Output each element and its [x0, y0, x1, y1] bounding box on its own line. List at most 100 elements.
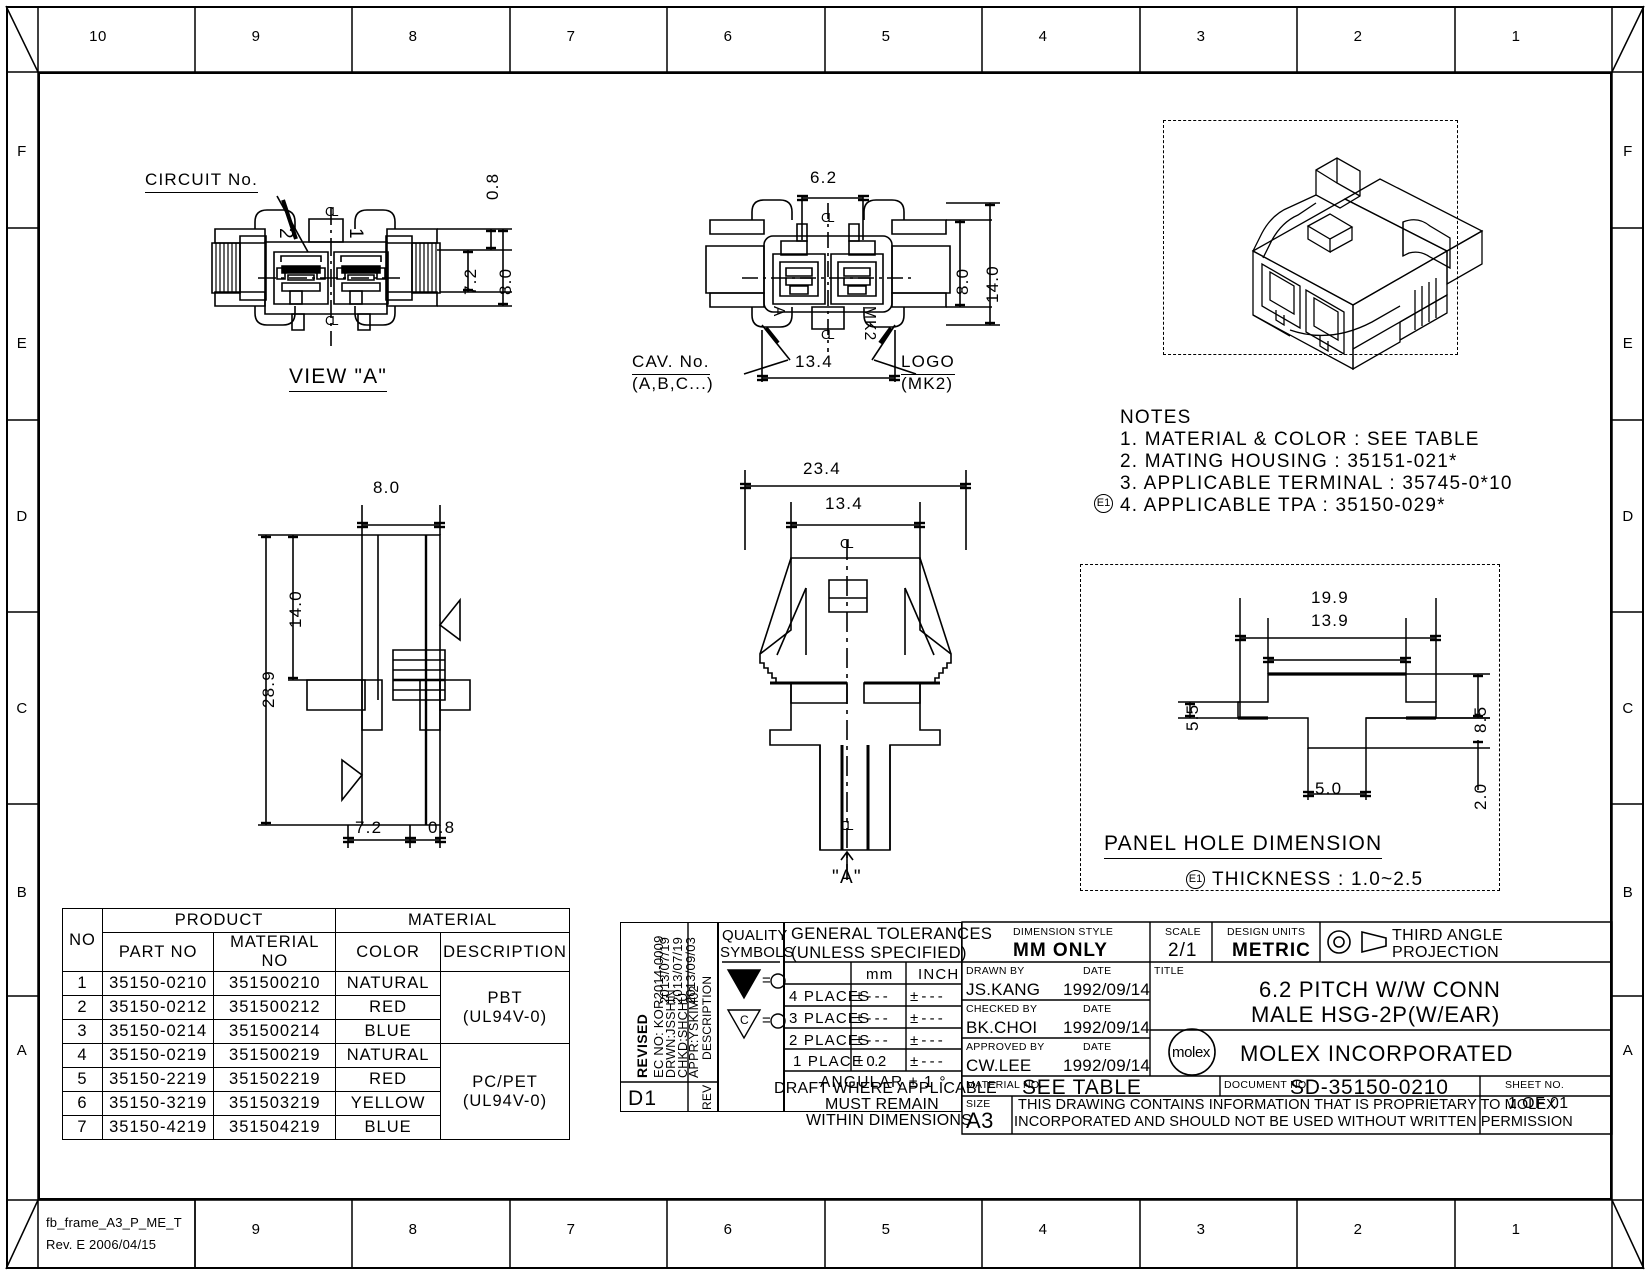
size-label: SIZE: [966, 1098, 991, 1110]
view-a-caption: VIEW "A": [289, 365, 388, 392]
dim-13-4-front-top: 13.4: [795, 352, 833, 371]
col-description-header: DESCRIPTION: [440, 932, 570, 972]
drawn-by-label: DRAWN BY: [966, 965, 1025, 977]
row1-material-no: 351500210: [213, 971, 337, 996]
tolerance-row2-places: 3 PLACES: [789, 1010, 871, 1027]
third-angle-projection-line2: PROJECTION: [1392, 944, 1500, 961]
revision-date-3: 2013/09/03: [683, 936, 698, 1004]
zone-label-top-3: 3: [1196, 28, 1206, 45]
dim-0-8-side: 0.8: [428, 818, 456, 837]
zone-label-right-E: E: [1622, 335, 1634, 352]
tolerance-row3-inch: ± - - -: [910, 1032, 943, 1049]
frame-id-line1: fb_frame_A3_P_ME_T: [46, 1215, 182, 1230]
tolerance-row3-mm: ± - - -: [855, 1032, 888, 1049]
panel-thickness-note: THICKNESS : 1.0~2.5: [1212, 869, 1424, 890]
row7-color: BLUE: [335, 1115, 441, 1140]
section-arrow-label-a: "A": [832, 867, 862, 888]
tolerances-unit-inch: INCH: [918, 966, 960, 983]
row1-color: NATURAL: [335, 971, 441, 996]
dim-23-4-front: 23.4: [803, 459, 841, 478]
frame-id-line2: Rev. E 2006/04/15: [46, 1237, 157, 1252]
table-row: 7 35150-4219 351504219 BLUE: [62, 1115, 570, 1140]
material-no-label: MATERIAL NO.: [966, 1079, 1043, 1091]
logo-label: LOGO: [901, 352, 955, 375]
approved-by-label: APPROVED BY: [966, 1041, 1045, 1053]
row7-part-no: 35150-4219: [101, 1115, 215, 1140]
col-color-header: COLOR: [335, 932, 441, 972]
zone-label-bottom-3: 3: [1196, 1221, 1206, 1238]
row7-material-no: 351504219: [213, 1115, 337, 1140]
zone-label-left-D: D: [16, 508, 28, 525]
table-row: 4 35150-0219 351500219 NATURAL PC/PET (U…: [62, 1043, 570, 1140]
zone-label-top-6: 6: [723, 28, 733, 45]
row3-part-no: 35150-0214: [101, 1019, 215, 1044]
zone-label-bottom-4: 4: [1038, 1221, 1048, 1238]
panel-hole-title: PANEL HOLE DIMENSION: [1104, 832, 1383, 859]
dim-14-0-front-top: 14.0: [983, 265, 1002, 303]
isometric-view-boundary: [1163, 120, 1458, 355]
revision-block: [620, 922, 718, 1112]
document-no-value: SD-35150-0210: [1290, 1076, 1449, 1099]
zone-label-top-10: 10: [89, 28, 107, 45]
description-pbt-line1: PBT: [487, 988, 523, 1007]
revision-label-rev: REV: [700, 1084, 714, 1110]
zone-label-right-A: A: [1622, 1042, 1634, 1059]
row3-material-no: 351500214: [213, 1019, 337, 1044]
row5-material-no: 351502219: [213, 1067, 337, 1092]
circuit-number-2: 2: [275, 228, 296, 240]
revision-label-revised: REVISED: [634, 1013, 650, 1078]
description-pbt: PBT (UL94V-0): [440, 971, 570, 1044]
tolerance-row4-places: 1 PLACE: [793, 1053, 864, 1070]
table-row: 1 35150-0210 351500210 NATURAL PBT (UL94…: [62, 971, 570, 1044]
revision-label-description: DESCRIPTION: [700, 975, 714, 1060]
title-line1: 6.2 PITCH W/W CONN: [1259, 977, 1501, 1002]
dimension-style-value: MM ONLY: [1013, 940, 1108, 961]
scale-value: 2/1: [1168, 940, 1198, 961]
table-group-header-row: NO PRODUCT MATERIAL: [62, 908, 570, 972]
tolerances-unit-mm: mm: [866, 966, 894, 983]
design-units-label: DESIGN UNITS: [1227, 926, 1306, 938]
row1-part-no: 35150-0210: [101, 971, 215, 996]
size-value: A3: [966, 1108, 994, 1133]
dim-5-0-panel: 5.0: [1315, 779, 1343, 798]
drawn-by-value: JS.KANG: [966, 980, 1041, 999]
quality-symbol2-equals: =: [762, 1012, 772, 1029]
title-label: TITLE: [1154, 965, 1185, 977]
dim-19-9-panel: 19.9: [1311, 588, 1349, 607]
row6-color: YELLOW: [335, 1091, 441, 1116]
draft-note-line2: MUST REMAIN: [825, 1096, 939, 1113]
centerline-symbol-bottom-viewa: CL: [325, 313, 339, 328]
inner-border: [38, 72, 1612, 1200]
title-line2: MALE HSG-2P(W/EAR): [1251, 1002, 1501, 1027]
table-row: 2 35150-0212 351500212 RED: [62, 995, 570, 1020]
zone-label-bottom-8: 8: [408, 1221, 418, 1238]
mark-mk2-label: MK2: [861, 306, 878, 342]
drawn-date-label: DATE: [1083, 965, 1112, 977]
dim-6-2-front-top: 6.2: [810, 168, 838, 187]
cav-no-sublabel: (A,B,C...): [632, 374, 714, 393]
proprietary-note-line1: THIS DRAWING CONTAINS INFORMATION THAT I…: [1018, 1097, 1556, 1113]
zone-label-top-8: 8: [408, 28, 418, 45]
dim-14-0-side: 14.0: [286, 590, 305, 628]
tolerance-row1-inch: ± - - -: [910, 988, 943, 1005]
zone-label-left-B: B: [16, 884, 28, 901]
row6-material-no: 351503219: [213, 1091, 337, 1116]
row2-material-no: 351500212: [213, 995, 337, 1020]
row6-no: 6: [62, 1091, 103, 1116]
company-name: MOLEX INCORPORATED: [1240, 1041, 1514, 1066]
approved-date-value: 1992/09/14: [1063, 1056, 1151, 1075]
dim-13-9-panel: 13.9: [1311, 611, 1349, 630]
note-item-3: 3. APPLICABLE TERMINAL : 35745-0*10: [1120, 473, 1513, 494]
tolerance-row1-places: 4 PLACES: [789, 988, 871, 1005]
zone-label-top-9: 9: [251, 28, 261, 45]
row5-color: RED: [335, 1067, 441, 1092]
circuit-number-1: 1: [345, 228, 366, 240]
row2-part-no: 35150-0212: [101, 995, 215, 1020]
tolerances-heading-line2: (UNLESS SPECIFIED): [791, 944, 967, 962]
zone-label-right-B: B: [1622, 884, 1634, 901]
proprietary-note-line2: INCORPORATED AND SHOULD NOT BE USED WITH…: [1014, 1114, 1573, 1130]
group-header-material: MATERIAL: [335, 908, 570, 933]
note-item-1: 1. MATERIAL & COLOR : SEE TABLE: [1120, 429, 1480, 450]
draft-note-line1b: DRAFT WHERE APPLICABLE: [774, 1080, 997, 1097]
third-angle-projection-line1: THIRD ANGLE: [1392, 927, 1504, 944]
